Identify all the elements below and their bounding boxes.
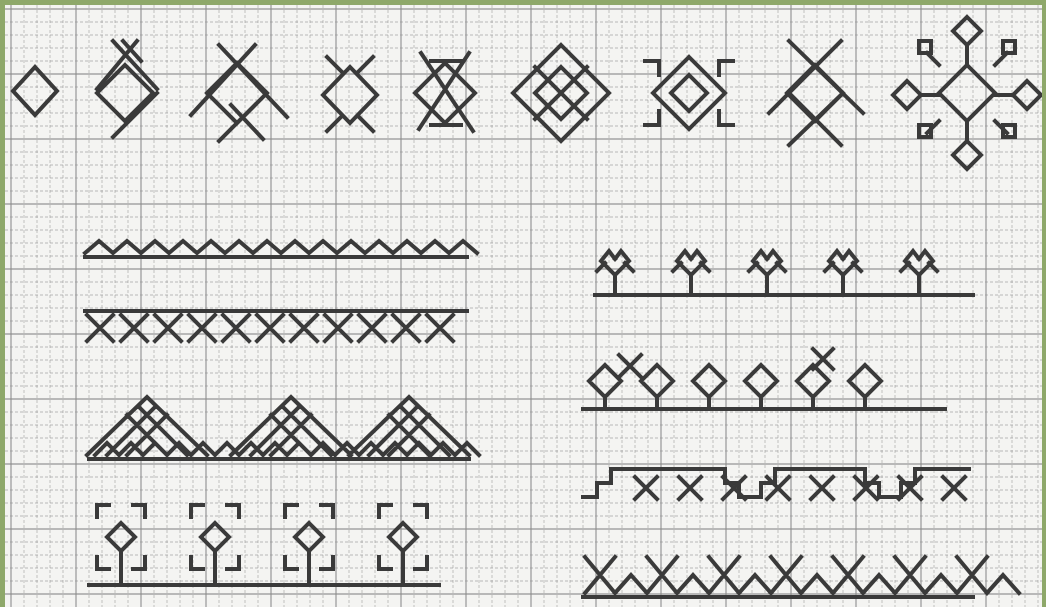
stitch-path <box>97 505 427 585</box>
graph-paper-grid <box>5 5 1042 607</box>
star-cross-diamond-motif <box>769 41 863 145</box>
stitch-path <box>87 315 453 341</box>
stitch-path <box>585 557 1019 593</box>
cross-zigzag-band-border <box>85 311 467 341</box>
tulip-sprout-row-border <box>595 251 973 295</box>
hooked-diamond-motif <box>645 57 733 129</box>
cross-stitch-pattern-sheet <box>5 5 1042 607</box>
triangle-cross-band-border <box>87 397 479 459</box>
stitch-path <box>635 477 965 499</box>
snowflake-rosette-motif <box>893 17 1041 169</box>
diamond-bud-row-border <box>583 349 945 409</box>
diamond-with-cross-arms-motif <box>97 41 157 137</box>
diamond-with-corner-ticks-motif <box>323 57 377 131</box>
nested-large-diamond-motif <box>513 45 609 141</box>
stitch-path <box>87 397 479 455</box>
border-pattern-layer <box>85 241 1019 597</box>
key-step-band-border <box>583 469 969 499</box>
